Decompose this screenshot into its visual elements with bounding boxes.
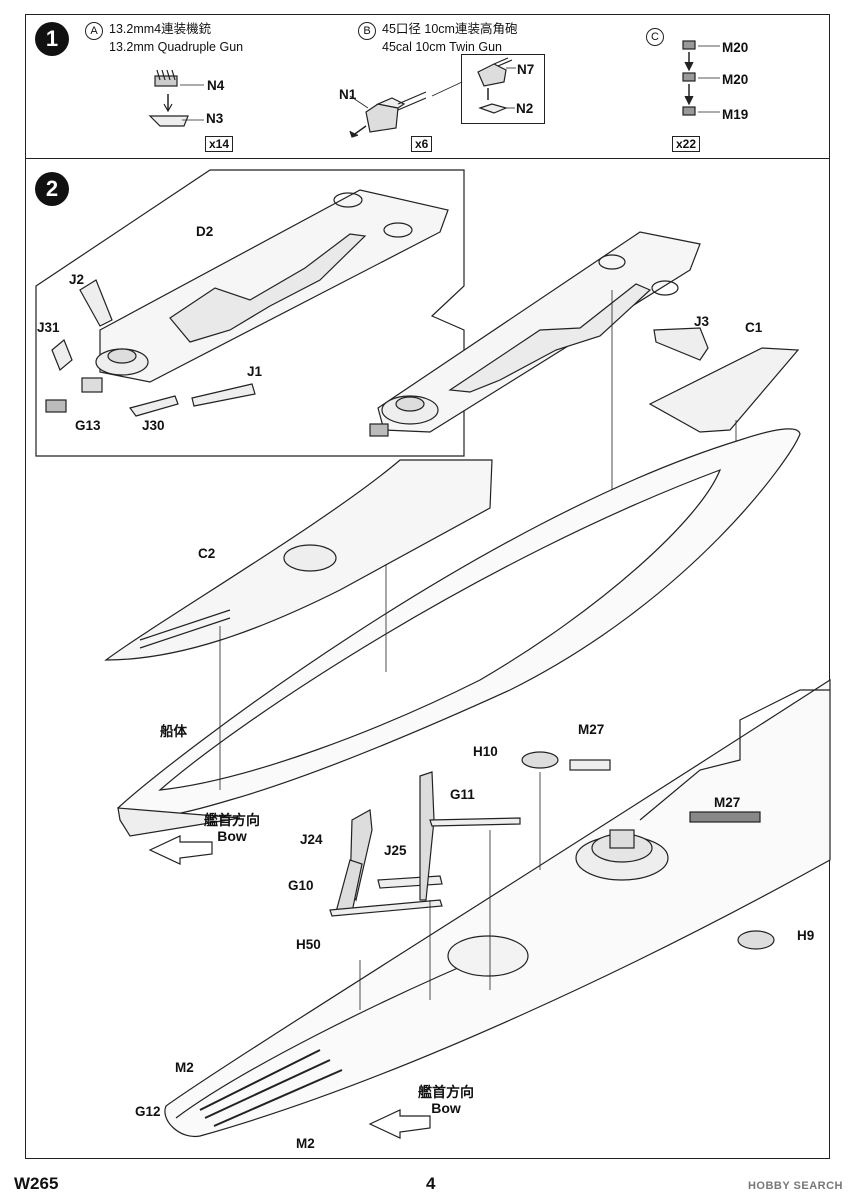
part-label-g12: G12 — [135, 1104, 161, 1119]
step1c-quantity: x22 — [672, 136, 701, 152]
part-label-m2-b: M2 — [296, 1136, 315, 1151]
bow-direction-upper: 艦首方向 Bow — [204, 812, 260, 844]
part-label-n7: N7 — [517, 62, 535, 77]
part-label-j2: J2 — [69, 272, 85, 287]
inset-callout — [35, 169, 465, 457]
product-code: W265 — [14, 1174, 59, 1193]
part-label-j31: J31 — [37, 320, 60, 335]
forward-deck-c1 — [611, 290, 800, 495]
part-label-g13: G13 — [75, 418, 101, 433]
part-label-m19: M19 — [722, 107, 749, 122]
part-label-j25: J25 — [384, 843, 407, 858]
part-label-g11: G11 — [450, 787, 475, 802]
page-number: 4 — [426, 1174, 436, 1193]
step1c-letter: C — [646, 28, 664, 46]
bow-direction-lower: 艦首方向 Bow — [418, 1084, 474, 1116]
part-label-hull: 船体 — [160, 724, 187, 739]
part-label-j1: J1 — [247, 364, 263, 379]
upper-deck-assembly — [369, 231, 701, 437]
part-label-g10: G10 — [288, 878, 314, 893]
part-label-n1: N1 — [339, 87, 357, 102]
watermark: HOBBY SEARCH — [747, 1180, 843, 1192]
part-label-m20-b: M20 — [722, 72, 749, 87]
step1a-jp: 13.2mm4連装機銃 — [109, 22, 212, 36]
step1a-en: 13.2mm Quadruple Gun — [109, 40, 244, 54]
part-label-h10: H10 — [473, 744, 498, 759]
step1c-caption: C — [646, 28, 670, 46]
bow-jp-upper: 艦首方向 — [204, 812, 260, 828]
part-label-n2: N2 — [516, 101, 534, 116]
step1b-jp: 45口径 10cm連装高角砲 — [382, 22, 518, 36]
step-1-badge: 1 — [35, 22, 69, 56]
part-label-m20-a: M20 — [722, 40, 749, 55]
step-divider — [25, 158, 830, 159]
part-label-m27-b: M27 — [714, 795, 741, 810]
part-label-j24: J24 — [300, 832, 323, 847]
part-label-j3: J3 — [694, 314, 710, 329]
part-label-h50: H50 — [296, 937, 321, 952]
bow-arrow-lower — [368, 1109, 431, 1139]
stacked-parts-illustration — [682, 40, 720, 116]
inset-deck — [45, 189, 449, 417]
bow-arrow-upper — [148, 835, 213, 865]
part-label-m27-a: M27 — [578, 722, 605, 737]
part-label-j30: J30 — [142, 418, 165, 433]
part-label-n4: N4 — [207, 78, 225, 93]
bow-en-lower: Bow — [431, 1100, 461, 1116]
forward-deck-c2 — [104, 459, 493, 790]
quad-gun-illustration — [148, 69, 204, 127]
bow-jp-lower: 艦首方向 — [418, 1084, 474, 1100]
step1b-inset-box — [461, 54, 545, 124]
part-label-c2: C2 — [198, 546, 216, 561]
part-label-h9: H9 — [797, 928, 815, 943]
bow-en-upper: Bow — [217, 828, 247, 844]
hull-plan — [117, 428, 801, 837]
step-2-badge: 2 — [35, 172, 69, 206]
lower-hull — [164, 678, 831, 1138]
twin-gun-illustration — [349, 57, 516, 138]
step1b-en: 45cal 10cm Twin Gun — [382, 40, 502, 54]
part-label-n3: N3 — [206, 111, 224, 126]
step1a-quantity: x14 — [205, 136, 234, 152]
part-label-c1: C1 — [745, 320, 763, 335]
instruction-frame — [25, 14, 830, 1159]
part-label-m2-a: M2 — [175, 1060, 194, 1075]
part-label-d2: D2 — [196, 224, 214, 239]
step1b-quantity: x6 — [411, 136, 433, 152]
bridge-parts — [329, 751, 775, 1010]
